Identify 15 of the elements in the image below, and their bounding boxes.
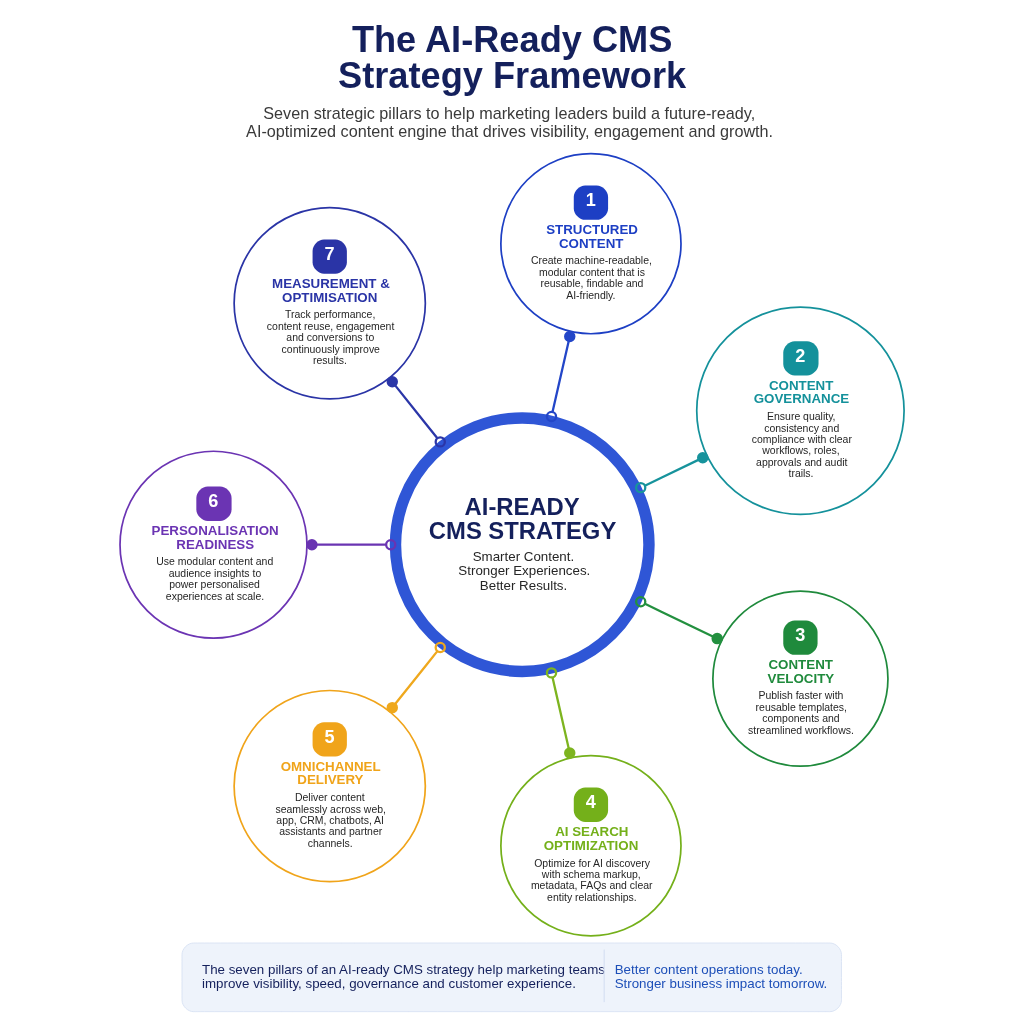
node-circle: 1 STRUCTURED CONTENT Create machine-readable, modular content that is reusable, findable and AI-friendly. xyxy=(500,152,682,335)
node-circle: 7 MEASUREMENT & OPTIMISATION Track performance, content reuse, engagement and conversions to continuously improve results. xyxy=(233,206,427,400)
node-box: The seven pillars of an AI-ready CMS strategy help marketing teams improve visibility, speed, governance and customer experience. Better content operations today. Stronger business impact tomorrow. xyxy=(181,942,842,1013)
connector xyxy=(306,539,397,551)
caption: Seven strategic pillars to help marketing leaders build a future-ready, AI-optimized content engine that drives visibility, engagement and growth. xyxy=(246,103,774,140)
connector xyxy=(635,596,723,645)
connector xyxy=(386,376,446,448)
node-circle: 6 PERSONALISATION READINESS Use modular content and audience insights to power personalised experiences at scale. xyxy=(119,450,308,640)
node-circle: 5 OMNICHANNEL DELIVERY Deliver content seamlessly across web, app, CRM, chatbots, AI assistants and partner channels. xyxy=(233,689,427,883)
connector xyxy=(635,452,709,494)
node-circle: 4 AI SEARCH OPTIMIZATION Optimize for AI discovery with schema markup, metadata, FAQs and clear entity relationships. xyxy=(500,754,682,937)
connector xyxy=(545,330,576,423)
connector xyxy=(545,667,576,759)
diagram-title: The AI-Ready CMS Strategy Framework xyxy=(338,18,687,97)
connector xyxy=(386,641,446,714)
